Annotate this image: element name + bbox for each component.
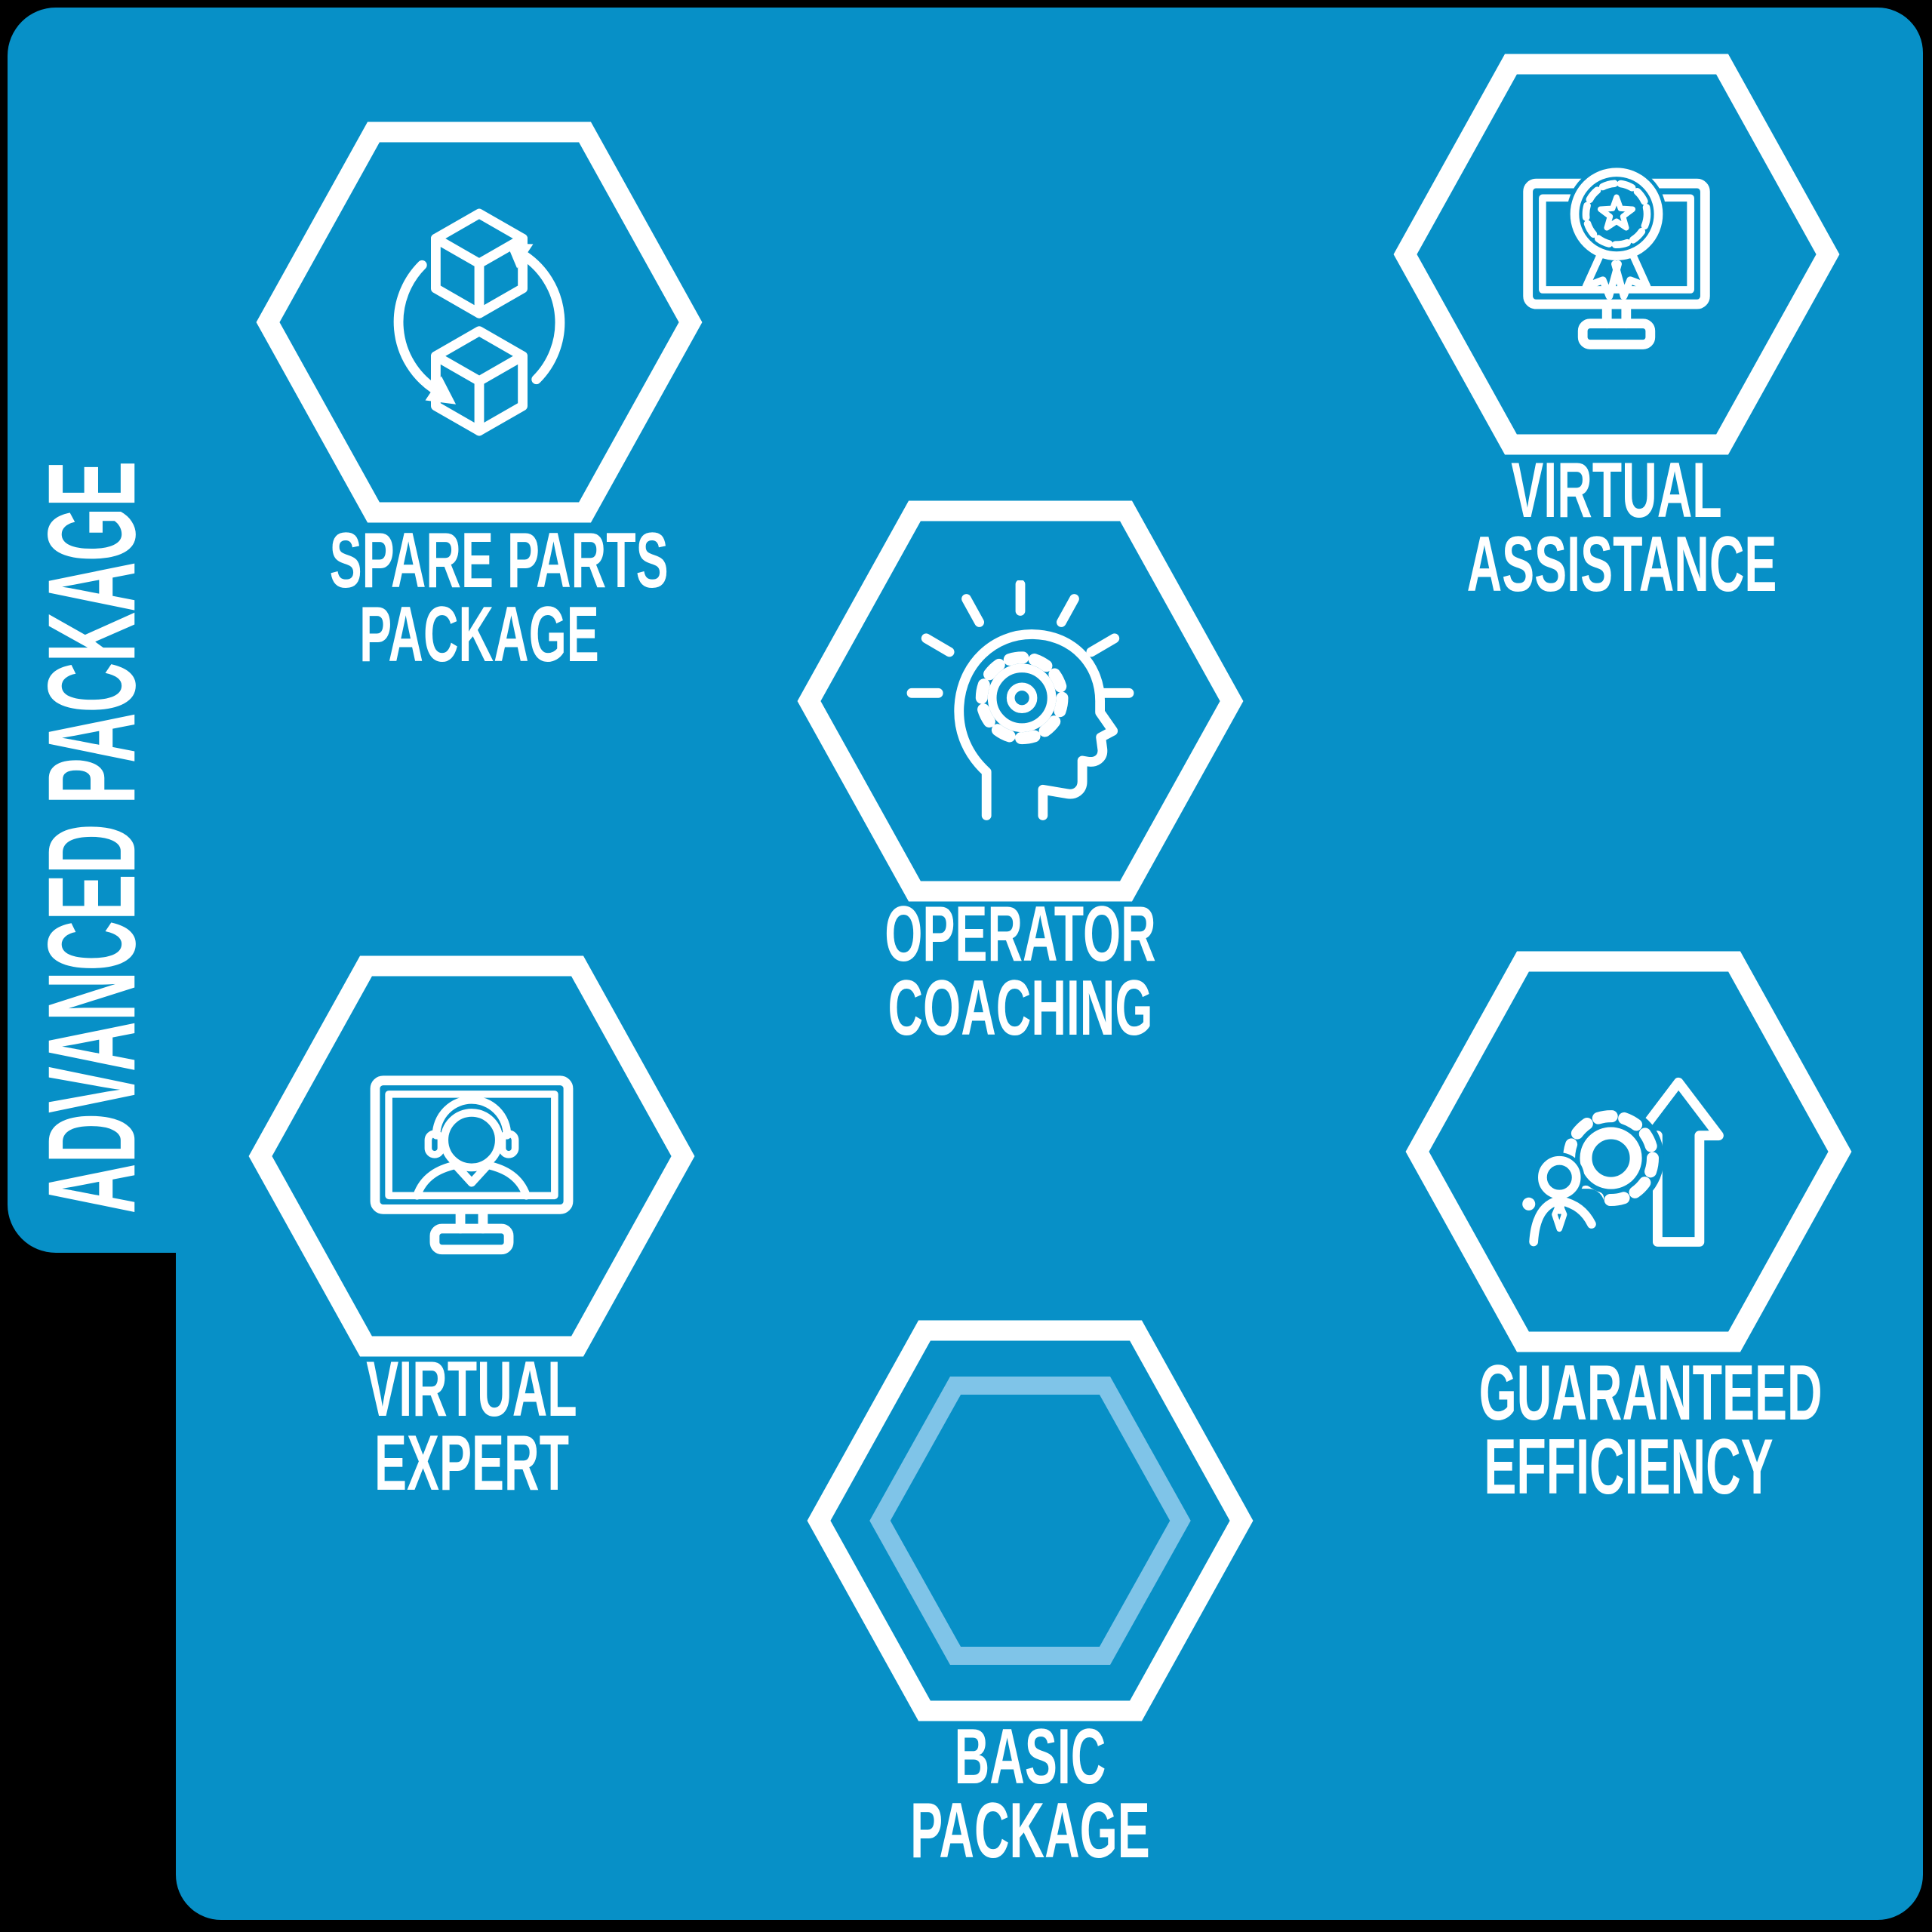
advanced-package-tab — [8, 8, 294, 1253]
hexagon-outline — [248, 955, 695, 1357]
head-gear-icon — [906, 580, 1134, 820]
gear-person-growth-icon — [1521, 1077, 1724, 1247]
advanced-package-title-text: ADVANCED PACKAGE — [22, 460, 162, 1214]
hexagon-virtual-expert — [230, 945, 713, 1367]
monitor-support-agent-icon — [370, 1075, 574, 1255]
monitor-award-icon — [1523, 164, 1710, 349]
hexagon-outline — [797, 500, 1244, 902]
label-guaranteed-efficiency: GUARANTEED EFFICIENCY — [1478, 1349, 1823, 1511]
hexagon-outline — [1405, 951, 1852, 1352]
label-operator-coaching: OPERATOR COACHING — [884, 891, 1156, 1052]
advanced-package-title: ADVANCED PACKAGE — [9, 457, 175, 1217]
hexagon-basic-package — [789, 1309, 1272, 1732]
hexagon-guaranteed-efficiency — [1387, 940, 1870, 1363]
hexagon-spare-parts — [238, 111, 721, 534]
label-virtual-assistance: VIRTUAL ASSISTANCE — [1466, 447, 1777, 608]
hexagon-virtual-assistance — [1375, 43, 1858, 466]
hexagon-outline — [1393, 54, 1840, 455]
nested-hexagon-icon — [869, 1377, 1191, 1665]
label-basic-package: BASIC PACKAGE — [910, 1713, 1150, 1875]
label-virtual-expert: VIRTUAL EXPERT — [366, 1346, 577, 1507]
hexagon-outline — [807, 1320, 1254, 1721]
cubes-cycle-icon — [393, 208, 565, 436]
hexagon-outline — [256, 122, 703, 523]
hexagon-operator-coaching — [779, 490, 1262, 912]
label-spare-parts: SPARE PARTS PACKAGE — [329, 517, 669, 678]
